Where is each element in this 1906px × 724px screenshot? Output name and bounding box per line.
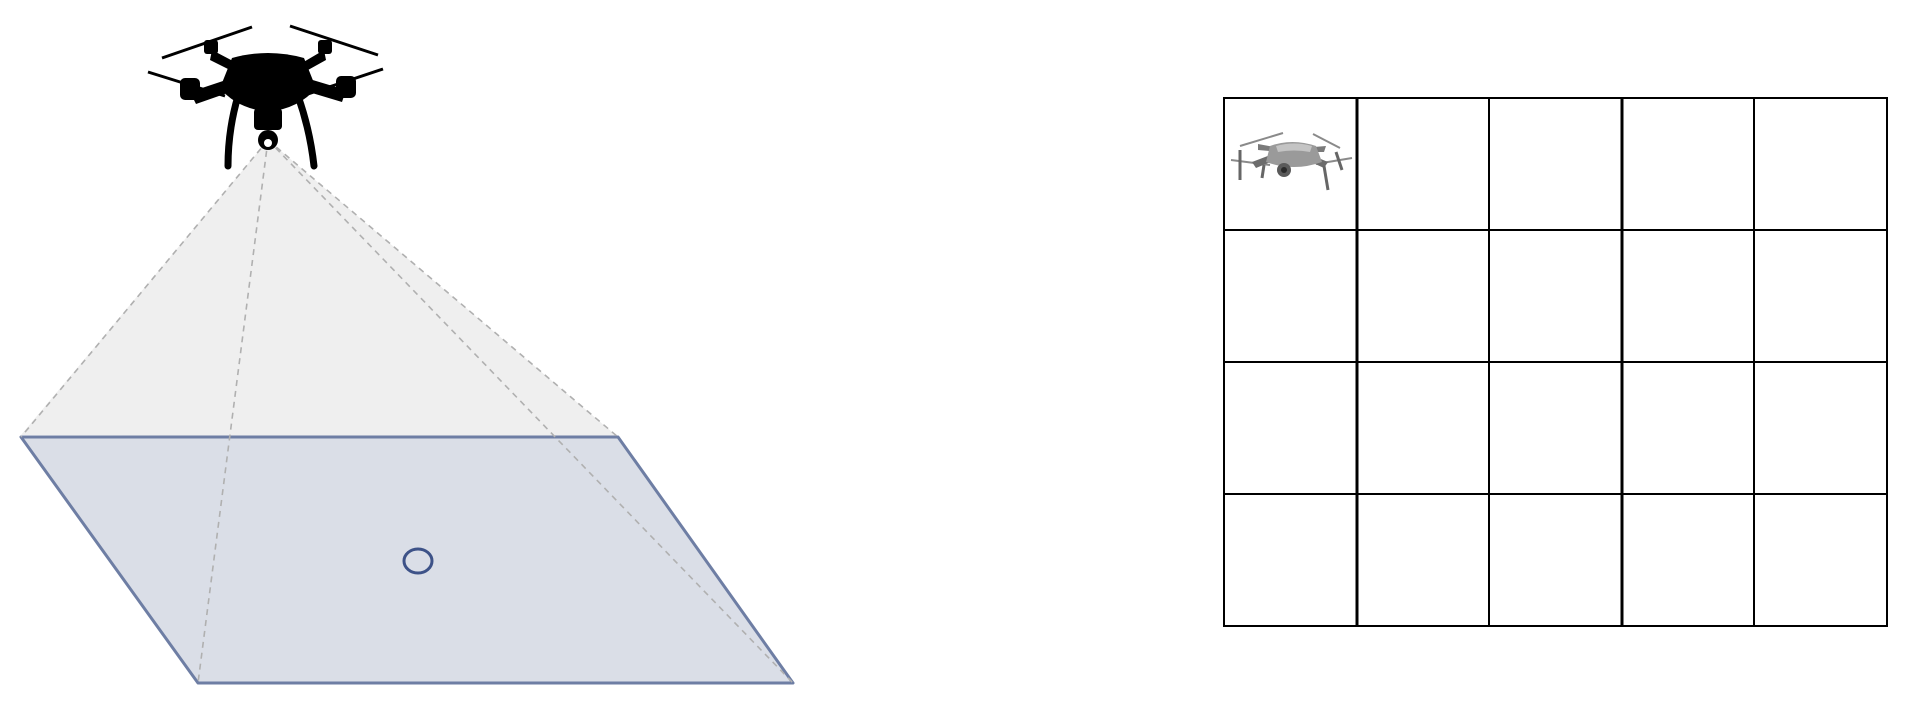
folded-arm-drone-icon xyxy=(1230,132,1353,191)
ground-footprint xyxy=(19,435,795,685)
quadcopter-silhouette-icon xyxy=(147,24,384,170)
frustum-edge-front-right xyxy=(267,139,794,684)
grid-row-lines xyxy=(1224,229,1887,495)
frustum-edge-front-left xyxy=(197,139,269,684)
coverage-grid-panel xyxy=(1223,97,1888,627)
camera-frustum xyxy=(21,140,618,437)
frustum-edges xyxy=(20,139,794,684)
frustum-edge-back-left xyxy=(20,139,269,438)
target-marker xyxy=(402,547,434,575)
aerial-view-panel xyxy=(19,24,795,685)
